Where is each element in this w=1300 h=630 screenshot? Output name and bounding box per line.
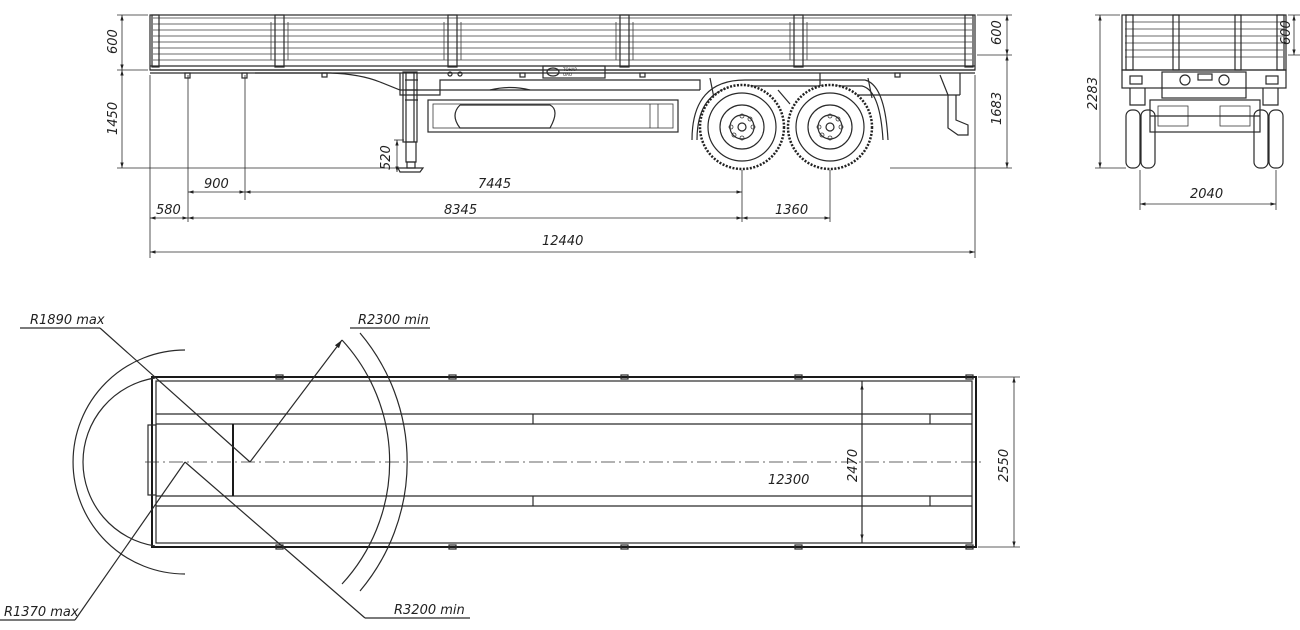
dim-900: 900 — [204, 177, 229, 192]
dim-600-rear: 600 — [1279, 20, 1294, 45]
side-view: ТОНАР ОАО — [106, 14, 1012, 258]
dim-12440: 12440 — [542, 234, 583, 249]
dim-580: 580 — [156, 203, 181, 218]
dim-1683: 1683 — [990, 92, 1005, 125]
rear-boards — [1121, 14, 1287, 71]
side-box — [427, 86, 679, 133]
dim-1360: 1360 — [775, 203, 808, 218]
dim-520-text: 520 — [379, 145, 394, 170]
dim-2470: 2470 — [846, 449, 861, 482]
turning-radii: R1890 max R2300 min R1370 max R3200 min — [0, 313, 470, 621]
rear-bumper — [939, 74, 969, 136]
top-dims: 2470 2550 12300 — [768, 376, 1020, 548]
dim-7445: 7445 — [478, 177, 511, 192]
radius-2300: R2300 min — [358, 313, 429, 328]
top-view: R1890 max R2300 min R1370 max R3200 min … — [0, 313, 1020, 621]
wheel-rear — [786, 83, 874, 171]
dim-horizontals: 900 7445 580 8345 1360 12440 — [149, 75, 976, 258]
dim-right-verticals: 600 1683 — [890, 14, 1012, 169]
dim-12300: 12300 — [768, 473, 809, 488]
manufacturer-plate: ТОНАР ОАО — [447, 65, 606, 79]
landing-gear — [397, 71, 425, 173]
plate-text-2: ОАО — [563, 72, 572, 77]
dim-2040: 2040 — [1190, 187, 1223, 202]
rear-underframe — [1121, 69, 1287, 133]
rear-wheels — [1125, 109, 1284, 169]
dim-1450: 1450 — [106, 102, 121, 135]
dim-2283: 2283 — [1086, 77, 1101, 110]
rear-view: 2283 600 2040 — [1086, 14, 1300, 210]
radius-1370: R1370 max — [4, 605, 79, 620]
radius-1890: R1890 max — [30, 313, 105, 328]
plate-text-1: ТОНАР — [562, 67, 577, 72]
radius-3200: R3200 min — [394, 603, 465, 618]
dim-8345: 8345 — [444, 203, 477, 218]
side-boards — [149, 14, 976, 71]
dim-600-left: 600 — [106, 29, 121, 54]
dim-left-verticals: 600 1450 — [106, 14, 400, 169]
dim-2550: 2550 — [997, 449, 1012, 482]
stakes — [151, 14, 974, 68]
dim-520: 520 — [379, 139, 404, 172]
wheel-front — [698, 83, 786, 171]
dim-600-right: 600 — [990, 20, 1005, 45]
rear-dims: 2283 600 2040 — [1086, 14, 1300, 210]
